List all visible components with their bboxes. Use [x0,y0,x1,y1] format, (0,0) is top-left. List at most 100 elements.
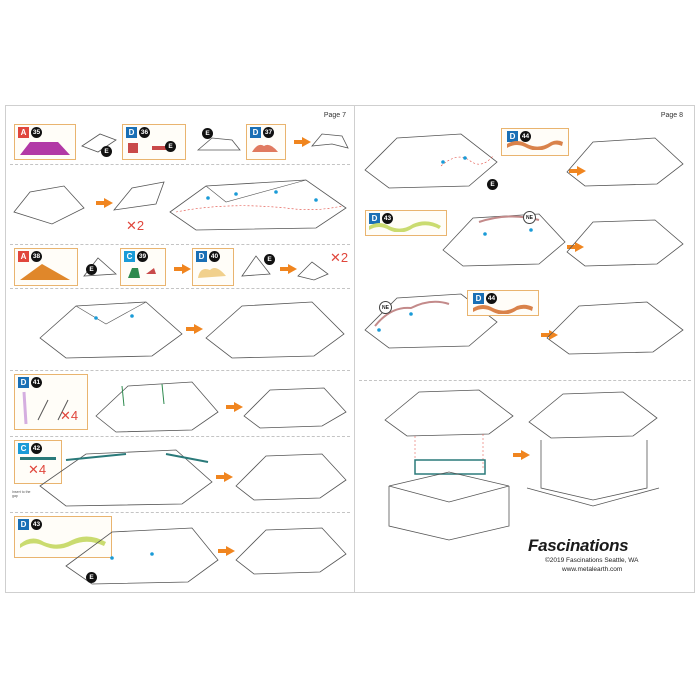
part-tag-37: D 37 [250,127,274,138]
label-ne: NE [379,301,392,314]
part-tag-39: C 39 [124,251,148,262]
label-e: E [264,254,275,265]
part-box-43 [14,516,112,558]
part-number: 39 [137,251,148,262]
copyright-text: ©2019 Fascinations Seattle, WA [545,557,639,564]
part-number: 44 [520,131,531,142]
step-arrow [218,546,235,556]
r-step-2-result [566,219,684,267]
label-e: E [101,146,112,157]
label-e: E [86,264,97,275]
step-6-roof [39,449,213,507]
multiplier: ✕4 [60,408,79,423]
divider [10,436,350,437]
part-35-fold-diagram [81,133,117,153]
step-arrow [280,264,297,274]
r-step-2-roof [442,213,566,267]
r-step-4-complete [526,391,660,507]
multiplier: ✕2 [330,250,349,265]
part-tag-40: D 40 [196,251,220,262]
step-2-diagram [13,185,85,225]
sheet-letter: D [18,519,29,530]
part-number: 38 [31,251,42,262]
part-number: 42 [31,443,42,454]
website-text: www.metalearth.com [562,566,623,573]
part-tag-43: D 43 [18,519,42,530]
part-44-piece [473,304,533,314]
r-step-3-roof [364,293,498,349]
sheet-letter: C [124,251,135,262]
page-8: Page 8 E D 44 D 43 [355,106,695,592]
divider [10,370,350,371]
part-tag-41: D 41 [18,377,42,388]
sheet-letter: C [18,443,29,454]
divider [359,380,691,381]
step-arrow [186,324,203,334]
step-arrow [513,450,530,460]
part-number: 44 [486,293,497,304]
divider [10,164,350,165]
r-step-3-result [546,301,684,355]
step-arrow [541,330,558,340]
step-arrow [569,166,586,176]
sheet-letter: D [126,127,137,138]
part-40-piece [198,268,226,278]
step-2-roof-assembly [169,179,347,231]
part-38-piece [20,264,70,280]
part-41-pieces [22,391,69,425]
multiplier: ✕2 [126,218,145,233]
label-ne: NE [523,211,536,224]
divider [10,512,350,513]
part-tag-43: D 43 [369,213,393,224]
insert-note: Insert to the gap [12,490,31,498]
r-step-1-roof [364,133,498,189]
label-e: E [487,179,498,190]
step-1-diagram [196,137,241,151]
step-1-result [311,133,349,149]
label-e: E [86,572,97,583]
r-step-4-exploded [384,389,514,541]
step-arrow [96,198,113,208]
part-tag-35: A 35 [18,127,42,138]
part-35-piece [20,142,70,155]
sheet-letter: D [196,251,207,262]
label-e: E [165,141,176,152]
part-tag-44: D 44 [507,131,531,142]
part-number: 40 [209,251,220,262]
step-arrow [174,264,191,274]
part-tag-36: D 36 [126,127,150,138]
step-arrow [226,402,243,412]
page-7: Page 7 A 35 E D 36 E E D 37 [6,106,355,592]
step-arrow [216,472,233,482]
step-3-result [297,261,329,281]
part-tag-42: C 42 [18,443,42,454]
divider [10,288,350,289]
part-36-piece [128,143,166,153]
part-number: 43 [31,519,42,530]
part-number: 35 [31,127,42,138]
step-3-fold [241,255,271,277]
step-7-roof [65,527,219,585]
step-5-result [243,387,347,429]
part-43-piece [20,536,106,549]
step-4-roof [39,301,183,359]
sheet-letter: D [18,377,29,388]
part-number: 41 [31,377,42,388]
part-tag-38: A 38 [18,251,42,262]
step-6-result [235,453,347,501]
brand-logo: Fascinations [528,536,629,555]
step-5-roof [95,381,219,433]
sheet-letter: D [507,131,518,142]
part-number: 36 [139,127,150,138]
instruction-sheet: Page 7 A 35 E D 36 E E D 37 [5,105,695,593]
part-43-piece [369,221,441,232]
page-number: Page 7 [323,112,346,119]
multiplier: ✕4 [28,462,47,477]
part-44-piece [507,140,563,150]
step-7-result [235,527,347,575]
label-e: E [202,128,213,139]
sheet-letter: D [250,127,261,138]
step-2-wing [113,181,165,211]
sheet-letter: D [473,293,484,304]
part-39-piece [128,268,156,278]
